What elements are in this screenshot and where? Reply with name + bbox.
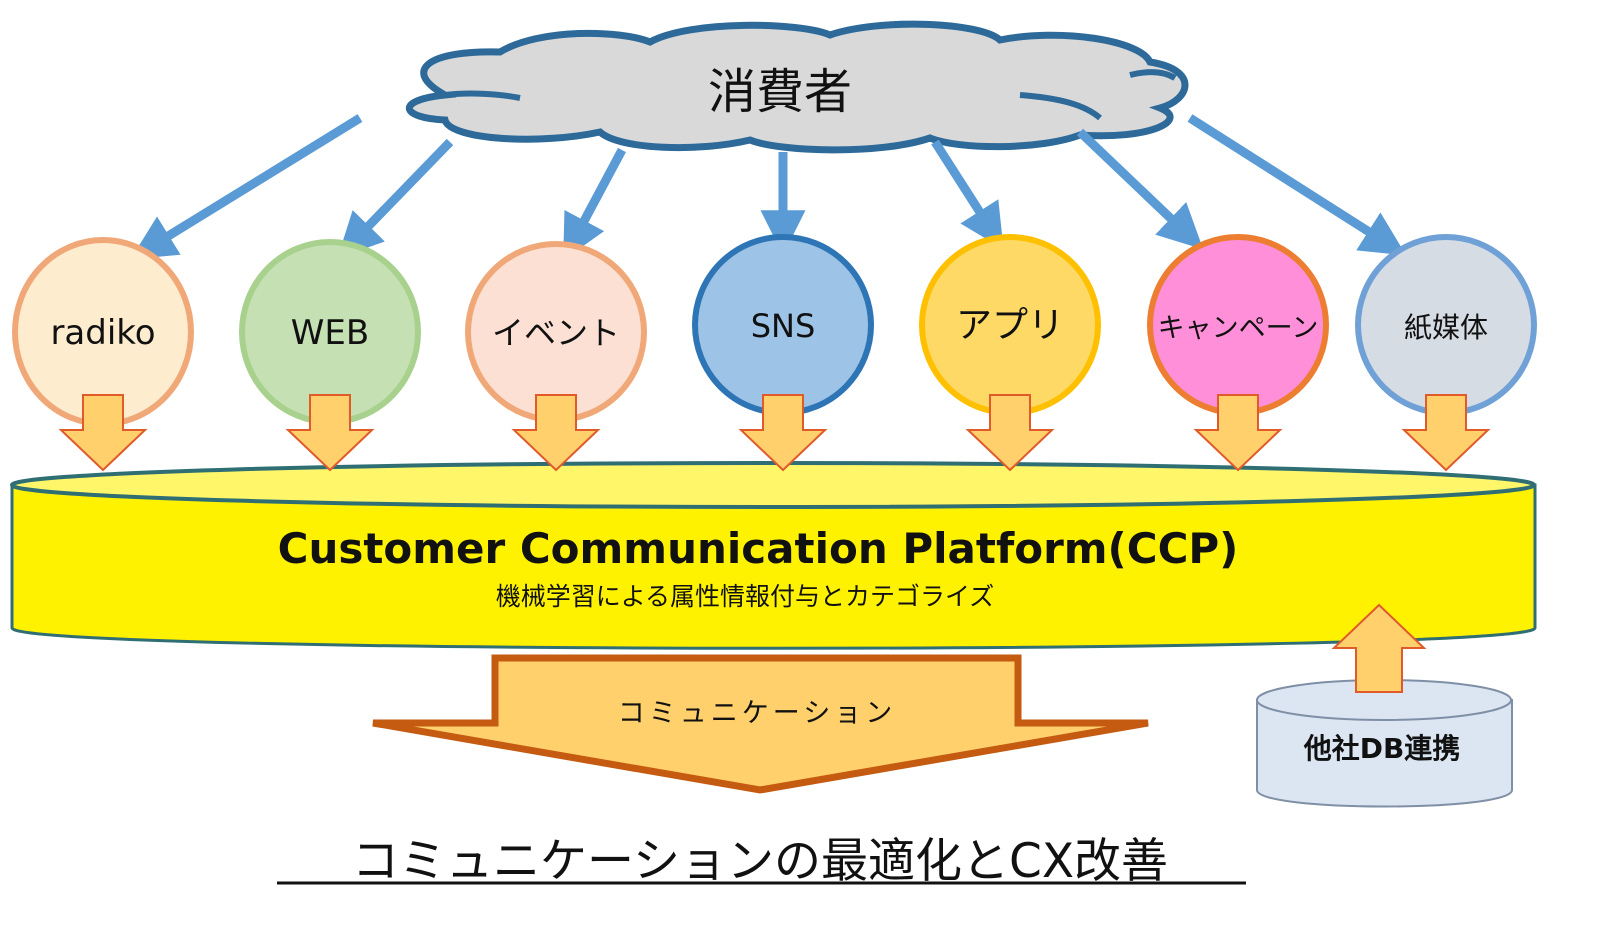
channel-node: 紙媒体 [1355, 234, 1537, 416]
input-down-arrow [1193, 394, 1283, 472]
external-db-label: 他社DB連携 [1303, 732, 1461, 765]
input-down-arrow [738, 394, 828, 472]
channel-node: radiko [12, 237, 194, 427]
channel-node: SNS [692, 234, 874, 416]
channel-label: radiko [50, 313, 155, 353]
channel-label: 紙媒体 [1404, 311, 1488, 344]
connector-arrow-1 [130, 114, 363, 260]
channel-label: キャンペーン [1158, 313, 1319, 344]
platform-subtitle: 機械学習による属性情報付与とカテゴライズ [496, 582, 995, 611]
input-down-arrow [965, 394, 1055, 472]
external-db-up-arrow [1331, 603, 1427, 693]
channel-label: イベント [492, 314, 620, 352]
connector-arrow-2 [337, 138, 454, 259]
cloud-inner-curve [1129, 69, 1177, 81]
cloud-shape [406, 20, 1189, 154]
input-arrow-group [58, 394, 1491, 472]
input-down-arrow [511, 394, 601, 472]
consumer-cloud: 消費者 [406, 20, 1189, 154]
communication-arrow-shape [372, 654, 1149, 794]
connector-group [130, 114, 1407, 261]
connector-arrow-6 [1076, 128, 1204, 250]
input-down-arrow [58, 394, 148, 472]
cloud-inner-curve [444, 90, 521, 101]
channel-node: イベント [465, 241, 647, 423]
conclusion: コミュニケーションの最適化とCX改善 [277, 834, 1246, 889]
channel-label: アプリ [956, 305, 1064, 346]
external-db: 他社DB連携 [1256, 603, 1513, 808]
input-down-arrow [285, 394, 375, 472]
platform-cylinder: Customer Communication Platform(CCP) 機械学… [10, 461, 1537, 650]
input-down-arrow [1401, 394, 1491, 472]
external-db-body [1256, 699, 1513, 808]
communication-arrow: コミュニケーション [372, 654, 1149, 794]
platform-top [10, 461, 1536, 509]
communication-label: コミュニケーション [618, 698, 896, 729]
channel-node: アプリ [919, 234, 1101, 416]
channel-group: radiko WEB イベント SNS アプリ キャンペーン 紙媒体 [12, 234, 1537, 427]
platform-body [10, 483, 1537, 650]
cloud-inner-curve [1019, 92, 1102, 121]
consumer-label: 消費者 [708, 64, 852, 120]
channel-label: SNS [751, 307, 816, 345]
conclusion-text: コミュニケーションの最適化とCX改善 [352, 834, 1168, 889]
connector-arrow-5 [931, 139, 1004, 250]
connector-arrow-7 [1187, 114, 1407, 256]
platform-title: Customer Communication Platform(CCP) [278, 524, 1239, 573]
connector-arrow-3 [563, 147, 626, 261]
channel-label: WEB [291, 313, 369, 353]
channel-node: キャンペーン [1147, 234, 1329, 416]
